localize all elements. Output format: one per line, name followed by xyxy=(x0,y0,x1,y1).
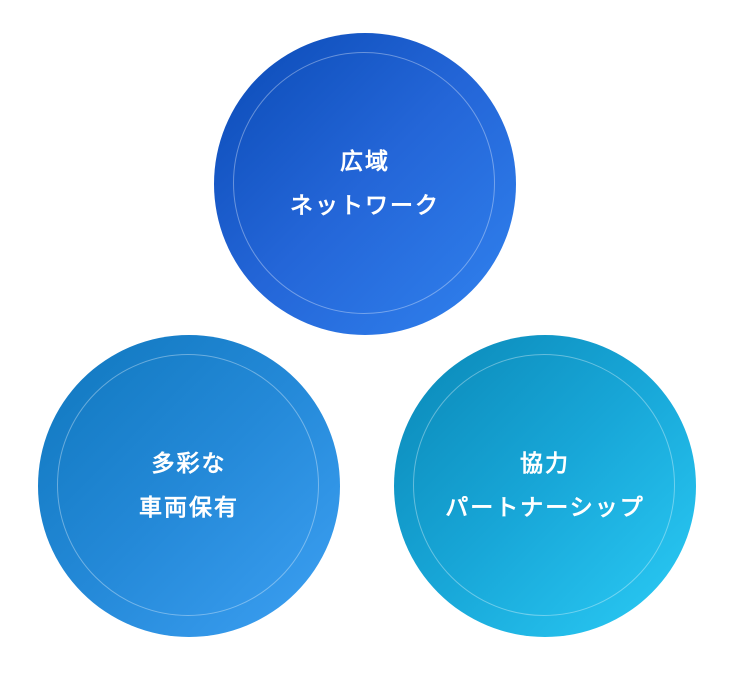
circle-diverse-vehicles: 多彩な 車両保有 xyxy=(38,335,340,637)
circle-title-line: パートナーシップ xyxy=(445,495,645,521)
circle-title-line: 多彩な xyxy=(151,451,227,477)
inner-ring xyxy=(57,354,319,616)
circle-title-line: 広域 xyxy=(340,149,390,175)
circle-title-line: ネットワーク xyxy=(290,193,440,219)
inner-ring xyxy=(233,52,495,314)
circle-title-line: 車両保有 xyxy=(139,495,239,521)
circle-title-line: 協力 xyxy=(520,451,570,477)
circle-partnership: 協力 パートナーシップ xyxy=(394,335,696,637)
circle-wide-network: 広域 ネットワーク xyxy=(214,33,516,335)
inner-ring xyxy=(413,354,675,616)
